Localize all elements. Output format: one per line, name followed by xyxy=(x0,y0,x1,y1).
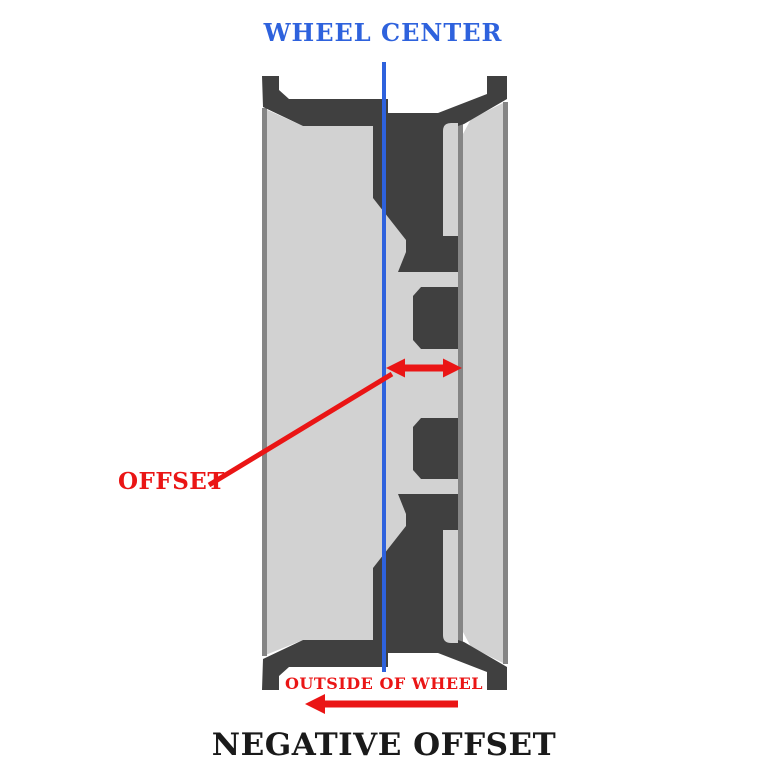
mounting-face-line xyxy=(458,115,463,653)
offset-arrow-icon xyxy=(386,358,462,378)
wheel-face xyxy=(463,103,503,663)
hub-pad-lower xyxy=(413,418,458,479)
offset-pointer-line xyxy=(207,371,394,488)
outside-of-wheel-label: OUTSIDE OF WHEEL xyxy=(284,674,484,693)
page-title: NEGATIVE OFFSET xyxy=(211,727,557,763)
face-right-edge-line xyxy=(503,102,508,664)
outside-arrow-icon xyxy=(305,694,458,714)
wheel-center-label: WHEEL CENTER xyxy=(263,18,503,47)
spoke-window-upper xyxy=(443,123,458,236)
spoke-upper-section xyxy=(373,124,458,272)
offset-label: OFFSET xyxy=(118,468,225,495)
barrel-left-edge-line xyxy=(262,108,267,656)
wheel-center-line xyxy=(382,62,386,672)
spoke-window-lower xyxy=(443,530,458,643)
hub-pad-upper xyxy=(413,287,458,349)
spoke-lower-section xyxy=(373,494,458,642)
